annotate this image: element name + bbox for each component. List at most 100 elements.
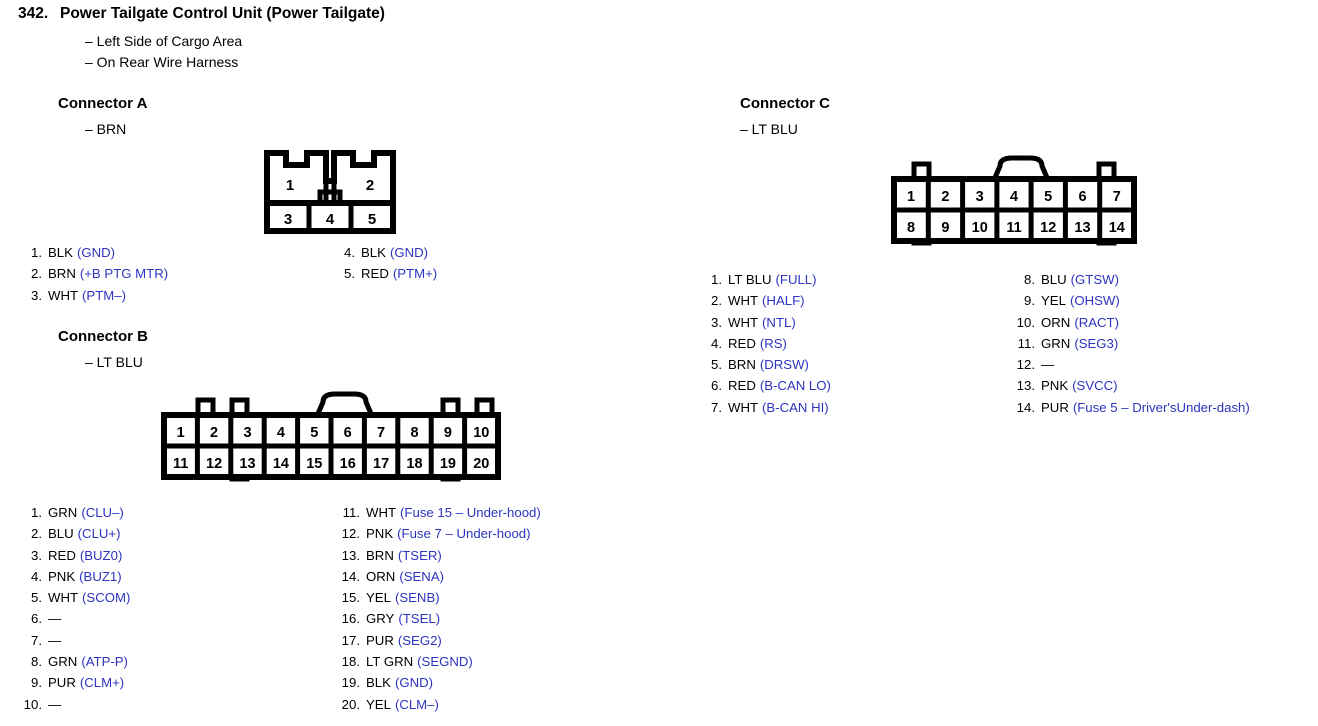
pin-wire: YEL: [366, 696, 391, 712]
pin-wire: BLK: [361, 245, 386, 260]
connector-a-color: – BRN: [85, 121, 127, 137]
pin-index: 19.: [341, 675, 360, 691]
pin-index: 1.: [31, 245, 42, 260]
svg-text:4: 4: [326, 211, 335, 228]
pin-row: 9. YEL (OHSW): [1013, 290, 1250, 311]
pin-index: 15.: [341, 590, 360, 606]
svg-text:6: 6: [344, 425, 352, 441]
connector-b-pins-right: 11. WHT (Fuse 15 – Under-hood) 12. PNK (…: [338, 502, 541, 715]
pin-row: 6. RED (B-CAN LO): [700, 375, 831, 396]
pin-signal: (SEG3): [1074, 335, 1119, 351]
svg-text:6: 6: [1078, 189, 1086, 205]
pin-row: 2. BRN (+B PTG MTR): [20, 263, 168, 284]
pin-wire: PUR: [1041, 399, 1069, 415]
pin-index: 5.: [31, 590, 42, 606]
pin-row: 3. WHT (NTL): [700, 312, 831, 333]
pin-row: 5. WHT (SCOM): [20, 587, 130, 608]
pin-row: 11. WHT (Fuse 15 – Under-hood): [338, 502, 541, 523]
pin-index: 7.: [31, 632, 42, 648]
pin-index: 11.: [342, 505, 360, 520]
pin-index: 7.: [711, 399, 722, 415]
svg-text:17: 17: [373, 456, 389, 472]
connector-c-heading: Connector C: [740, 95, 830, 112]
pin-row: 10. —: [20, 694, 130, 715]
pin-wire: BLU: [1041, 272, 1067, 287]
pin-row: 6. —: [20, 608, 130, 629]
svg-text:19: 19: [440, 456, 456, 472]
pin-index: 3.: [711, 314, 722, 330]
pin-signal: (Fuse 5 – Driver'sUnder-dash): [1072, 399, 1250, 415]
pin-signal: (SVCC): [1072, 378, 1118, 394]
pin-signal: (CLU–): [81, 505, 124, 520]
pin-signal: (B-CAN HI): [762, 399, 829, 415]
pin-wire: GRN: [1041, 335, 1071, 351]
pin-row: 12. —: [1013, 354, 1250, 375]
pin-wire: PNK: [366, 526, 394, 542]
page-title: 342. Power Tailgate Control Unit (Power …: [18, 5, 385, 23]
pin-wire: GRY: [366, 611, 395, 627]
connector-c-pins-right: 8. BLU (GTSW) 9. YEL (OHSW) 10. ORN (RAC…: [1013, 269, 1250, 418]
pin-wire: WHT: [728, 293, 759, 309]
pin-index: 14.: [1016, 399, 1035, 415]
pin-wire: ORN: [1041, 314, 1071, 330]
pin-index: 13.: [1016, 378, 1035, 394]
pin-signal: (TSER): [397, 547, 442, 563]
pin-row: 13. BRN (TSER): [338, 545, 541, 566]
pin-row: 2. BLU (CLU+): [20, 523, 130, 544]
connector-b-pins-left: 1. GRN (CLU–) 2. BLU (CLU+) 3. RED (BUZ0…: [20, 502, 131, 715]
connector-b-diagram: 1 2 3 4 5 6 7 8 9 10 11 12 13 14 15 16 1…: [160, 386, 502, 494]
pin-row: 10. ORN (RACT): [1013, 312, 1250, 333]
pin-signal: (Fuse 7 – Under-hood): [397, 526, 531, 542]
pin-index: 10.: [23, 696, 42, 712]
pin-index: 16.: [341, 611, 360, 627]
pin-index: 13.: [341, 547, 360, 563]
pin-row: 1. BLK (GND): [20, 242, 168, 263]
pin-wire: PNK: [1041, 378, 1069, 394]
pin-row: 15. YEL (SENB): [338, 587, 541, 608]
pin-wire: YEL: [366, 590, 391, 606]
pin-row: 11. GRN (SEG3): [1013, 333, 1250, 354]
svg-text:10: 10: [972, 220, 988, 236]
pin-index: 5.: [711, 357, 722, 373]
pin-wire: YEL: [1041, 293, 1066, 309]
pin-row: 4. BLK (GND): [333, 242, 437, 263]
pin-signal: (B-CAN LO): [759, 378, 831, 394]
pin-signal: (RACT): [1074, 314, 1119, 330]
pin-index: 20.: [341, 696, 360, 712]
pin-index: 2.: [711, 293, 722, 309]
pin-wire: GRN: [48, 654, 78, 670]
pin-signal: (SCOM): [82, 590, 131, 606]
pin-wire: PUR: [366, 632, 394, 648]
pin-signal: (GND): [389, 245, 429, 260]
pin-index: 12.: [341, 526, 360, 542]
connector-c-color: – LT BLU: [740, 121, 798, 137]
pin-wire: PUR: [48, 675, 76, 691]
pin-signal: (DRSW): [759, 357, 809, 373]
svg-text:18: 18: [406, 456, 422, 472]
svg-text:8: 8: [410, 425, 418, 441]
pin-wire: RED: [361, 266, 389, 282]
pin-index: 6.: [711, 378, 722, 394]
svg-text:1: 1: [177, 425, 185, 441]
pin-row: 3. RED (BUZ0): [20, 545, 130, 566]
pin-signal: (CLM+): [79, 675, 125, 691]
pin-signal: (GND): [76, 245, 116, 260]
pin-wire: —: [1041, 357, 1055, 373]
pin-signal: (OHSW): [1069, 293, 1120, 309]
pin-row: 20. YEL (CLM–): [338, 694, 541, 715]
pin-wire: WHT: [48, 287, 79, 303]
pin-wire: RED: [728, 335, 756, 351]
pin-signal: (BUZ1): [79, 568, 122, 584]
svg-text:4: 4: [277, 425, 285, 441]
pin-wire: BLU: [48, 526, 74, 542]
svg-text:2: 2: [210, 425, 218, 441]
pin-index: 18.: [341, 654, 360, 670]
pin-signal: (PTM–): [82, 287, 126, 303]
svg-text:1: 1: [907, 189, 915, 205]
svg-text:11: 11: [173, 456, 188, 472]
pin-index: 10.: [1016, 314, 1035, 330]
pin-signal: (SEG2): [397, 632, 442, 648]
svg-text:2: 2: [366, 177, 374, 194]
pin-signal: (FULL): [775, 272, 817, 287]
pin-signal: (NTL): [762, 314, 796, 330]
